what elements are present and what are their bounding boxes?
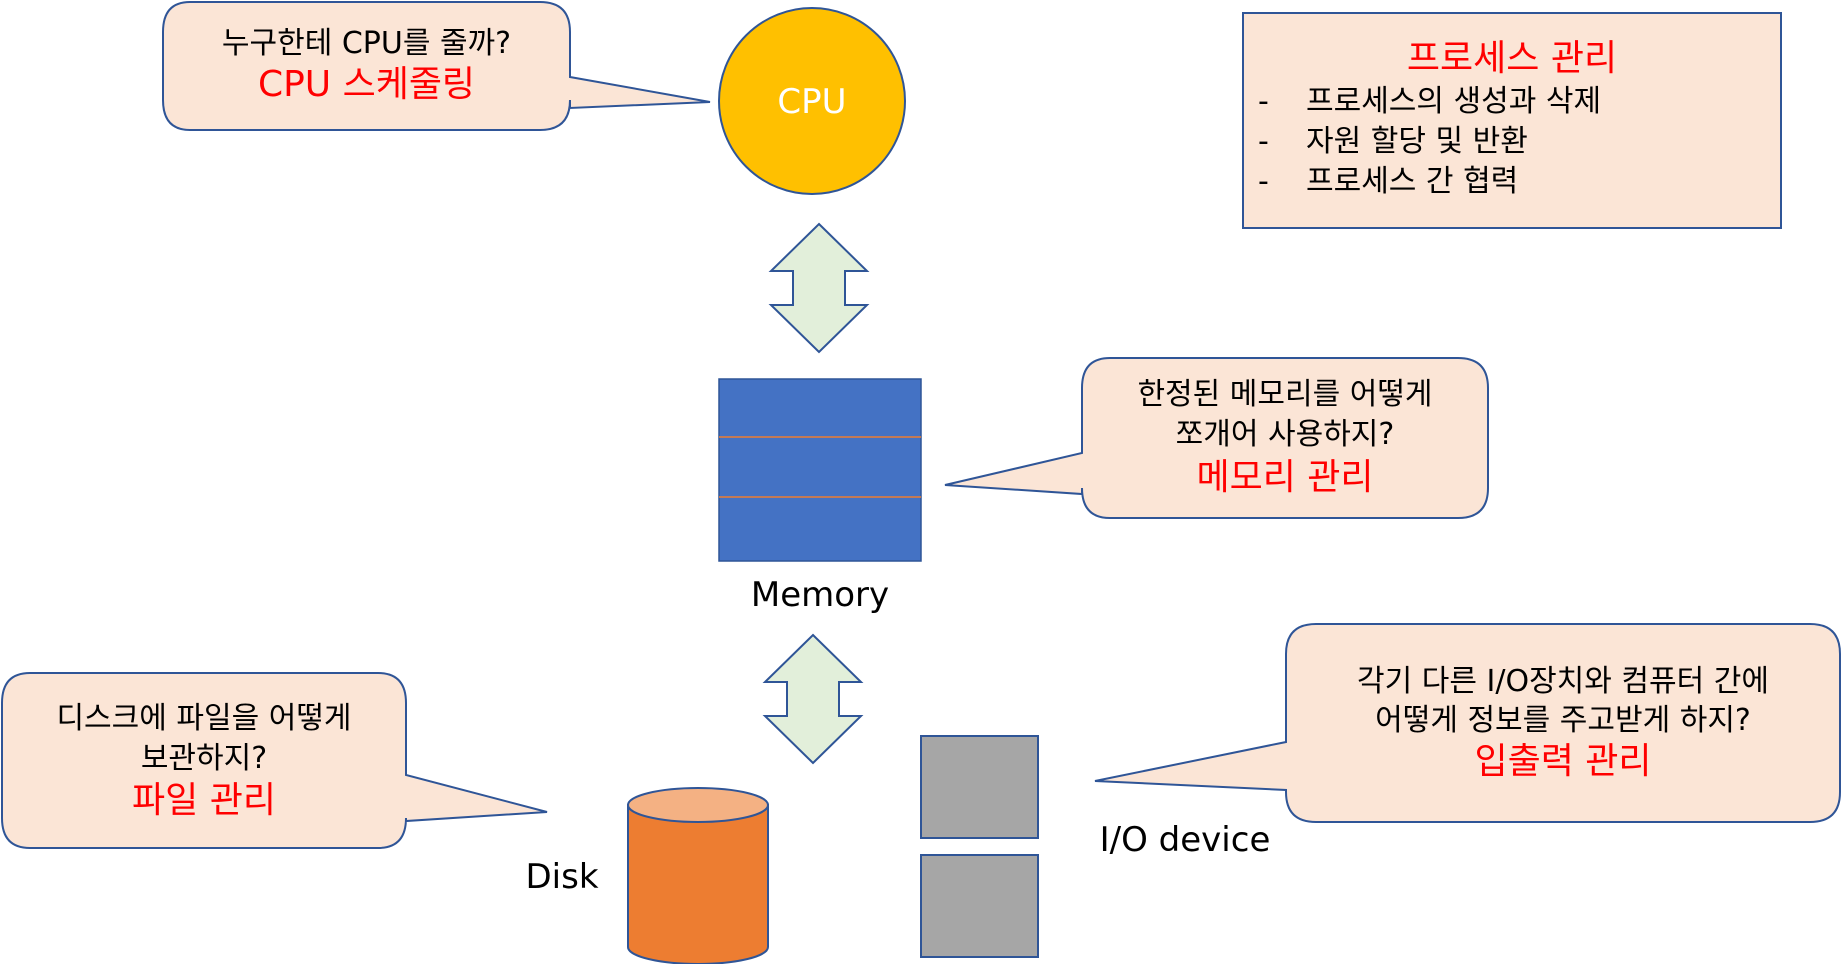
process-management-box [1242,12,1782,229]
process-box-item-text: 자원 할당 및 반환 [1306,124,1528,159]
cpu-memory-arrow [768,222,870,354]
io-device-block [920,854,1039,958]
bullet-dash: - [1258,164,1269,199]
memory-speech-bubble [944,357,1489,519]
bullet-dash: - [1258,124,1269,159]
disk-label: Disk [525,857,599,897]
memory-bubble-title: 메모리 관리 [1196,457,1374,498]
process-box-item-text: 프로세스 간 협력 [1306,164,1519,199]
io-device-label: I/O device [1099,820,1271,860]
bullet-dash: - [1258,84,1269,119]
io-speech-bubble [1094,623,1841,823]
disk-bubble-title: 파일 관리 [132,780,276,821]
memory-bubble-question-line1: 한정된 메모리를 어떻게 [1137,377,1433,412]
process-box-title: 프로세스 관리 [1406,38,1618,79]
cpu-bubble-title: CPU 스케줄링 [257,64,476,105]
process-box-item-text: 프로세스의 생성과 삭제 [1306,84,1602,119]
cpu-label: CPU [777,82,847,122]
io-device-block [920,735,1039,839]
cpu-bubble-question: 누구한테 CPU를 줄까? [221,26,512,61]
disk-bubble-question-line1: 디스크에 파일을 어떻게 [56,701,352,736]
cpu-circle [718,7,906,195]
io-bubble-title: 입출력 관리 [1474,741,1652,782]
memory-block [718,378,922,562]
cpu-speech-bubble [162,1,711,131]
disk-cylinder-body [627,804,769,964]
disk-speech-bubble [1,672,548,849]
io-bubble-question-line2: 어떻게 정보를 주고받게 하지? [1375,703,1751,738]
disk-bubble-question-line2: 보관하지? [140,741,268,776]
io-bubble-question-line1: 각기 다른 I/O장치와 컴퓨터 간에 [1357,664,1769,699]
disk-cylinder-top [627,787,769,823]
memory-label: Memory [750,575,890,615]
memory-bubble-question-line2: 쪼개어 사용하지? [1175,417,1395,452]
memory-io-arrow [762,633,864,765]
